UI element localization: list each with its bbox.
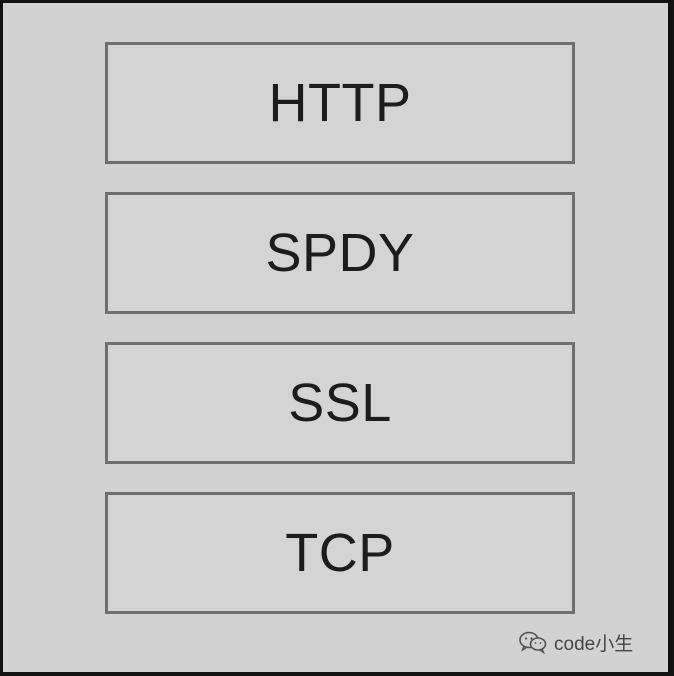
protocol-layer-label: SPDY [265,223,415,283]
protocol-layer-tcp: TCP [105,492,575,614]
protocol-layer-label: TCP [285,523,395,583]
protocol-layer-spdy: SPDY [105,192,575,314]
wechat-icon [518,630,548,654]
protocol-layer-label: SSL [288,373,392,433]
protocol-layer-ssl: SSL [105,342,575,464]
protocol-layer-label: HTTP [268,73,412,133]
watermark-text: code小生 [554,633,634,655]
diagram-panel: HTTP SPDY SSL TCP [3,3,668,672]
protocol-layer-http: HTTP [105,42,575,164]
watermark: code小生 [518,628,633,656]
